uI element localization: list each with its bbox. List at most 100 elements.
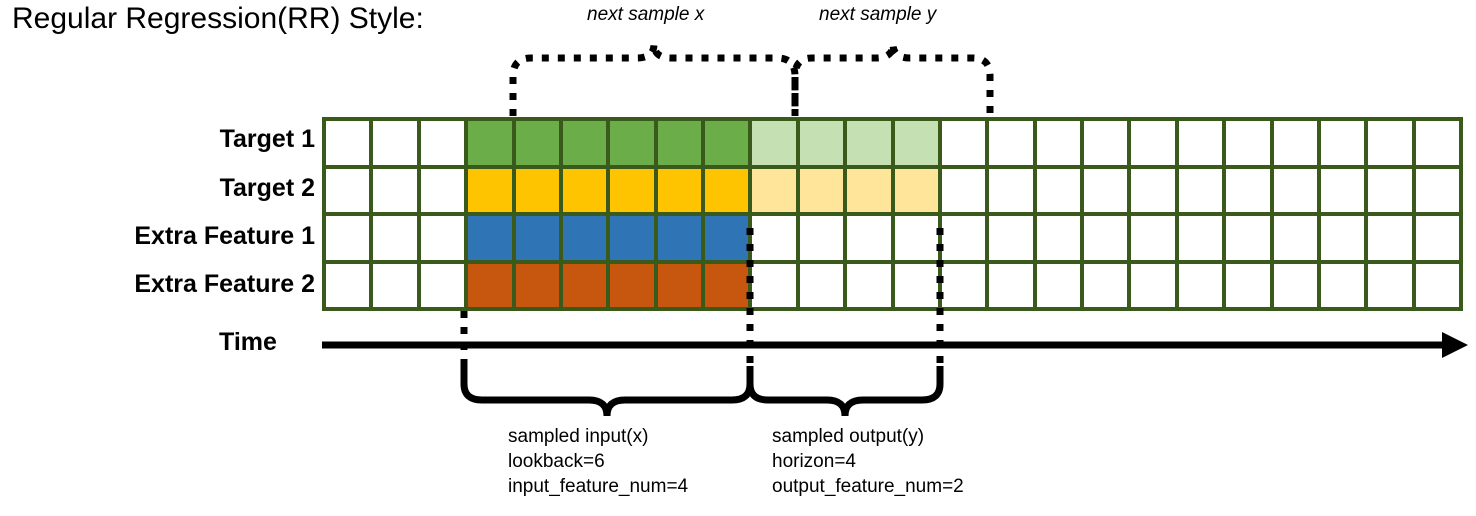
grid-cell: [941, 121, 986, 165]
grid-cell: [1368, 121, 1412, 165]
grid-cell: [1273, 216, 1317, 260]
grid-cell: [1415, 168, 1459, 212]
grid-cell: [1084, 168, 1128, 212]
grid-cell: [657, 216, 701, 260]
grid-cell: [1415, 263, 1459, 307]
grid-cell: [1226, 121, 1270, 165]
grid-cell: [515, 216, 559, 260]
grid-cell: [515, 263, 559, 307]
grid-cell: [562, 121, 607, 165]
grid-cell: [1084, 121, 1128, 165]
grid-cell: [705, 121, 749, 165]
grid-cell: [1226, 216, 1270, 260]
grid-cell: [610, 263, 654, 307]
grid-cell: [562, 263, 607, 307]
grid-cell: [562, 168, 607, 212]
grid-cell: [847, 121, 891, 165]
grid-cell: [894, 121, 938, 165]
grid-cell: [752, 263, 796, 307]
grid-cell: [752, 121, 796, 165]
grid-cell: [1320, 121, 1365, 165]
grid-cell: [894, 263, 938, 307]
grid-cell: [894, 216, 938, 260]
grid-cell: [326, 216, 370, 260]
grid-cell: [468, 263, 512, 307]
grid-cell: [1368, 263, 1412, 307]
grid-cell: [1320, 168, 1365, 212]
grid-cell: [1131, 168, 1175, 212]
grid-cell: [515, 121, 559, 165]
grid-cell: [373, 168, 417, 212]
caption-next-sample-x: next sample x: [587, 4, 705, 25]
grid-cell: [705, 168, 749, 212]
grid-cell: [989, 216, 1033, 260]
grid-cell: [1320, 216, 1365, 260]
grid-cell: [1131, 216, 1175, 260]
grid-cell: [847, 263, 891, 307]
grid-cell: [420, 263, 465, 307]
grid-cell: [1084, 216, 1128, 260]
annotation-output-line1: sampled output(y): [772, 426, 925, 447]
grid-cell: [799, 121, 844, 165]
dotted-brace-next-sample-y: [791, 43, 994, 116]
grid-cell: [847, 168, 891, 212]
grid-cell: [1273, 263, 1317, 307]
grid-cell: [847, 216, 891, 260]
page-title: Regular Regression(RR) Style:: [12, 2, 424, 35]
grid-cell: [1178, 263, 1223, 307]
row-label-extra-feature-2: Extra Feature 2: [134, 270, 315, 298]
grid-cell: [610, 216, 654, 260]
grid-cell: [989, 121, 1033, 165]
grid-cell: [657, 121, 701, 165]
row-label-target-2: Target 2: [219, 174, 315, 202]
grid-cell: [1084, 263, 1128, 307]
grid-cell: [657, 263, 701, 307]
grid-cell: [894, 168, 938, 212]
dotted-brace-next-sample-x: [509, 43, 799, 116]
grid-cell: [1226, 263, 1270, 307]
timeseries-grid: [322, 117, 1463, 311]
grid-cell: [1036, 121, 1080, 165]
grid-cell: [799, 216, 844, 260]
grid-cell: [1273, 168, 1317, 212]
grid-cell: [705, 263, 749, 307]
annotation-input-line3: input_feature_num=4: [508, 476, 689, 498]
grid-cell: [562, 216, 607, 260]
annotation-sampled-output: sampled output(y) horizon=4 output_featu…: [772, 424, 964, 499]
grid-cell: [420, 216, 465, 260]
grid-cell: [1368, 216, 1412, 260]
grid-cell: [373, 263, 417, 307]
time-axis-arrowhead: [1442, 332, 1468, 358]
grid-cell: [941, 216, 986, 260]
annotation-input-line2: lookback=6: [508, 451, 605, 473]
annotation-output-line2: horizon=4: [772, 451, 856, 473]
grid-cell: [1415, 216, 1459, 260]
grid-cell: [941, 168, 986, 212]
grid-cell: [326, 263, 370, 307]
grid-cell: [1178, 216, 1223, 260]
grid-cell: [610, 121, 654, 165]
grid-cell: [657, 168, 701, 212]
grid-cell: [1131, 263, 1175, 307]
grid-cell: [373, 121, 417, 165]
caption-next-sample-y: next sample y: [819, 4, 937, 25]
grid-cell: [799, 263, 844, 307]
brace-sampled-input: [460, 366, 754, 417]
grid-cell: [1036, 216, 1080, 260]
grid-cell: [941, 263, 986, 307]
grid-cell: [468, 216, 512, 260]
grid-cell: [1415, 121, 1459, 165]
grid-cell: [1226, 168, 1270, 212]
grid-cell: [326, 121, 370, 165]
row-label-extra-feature-1: Extra Feature 1: [134, 222, 315, 250]
grid-cell: [1273, 121, 1317, 165]
grid-cell: [799, 168, 844, 212]
grid-cell: [468, 121, 512, 165]
grid-cell: [1320, 263, 1365, 307]
grid-cell: [1368, 168, 1412, 212]
brace-sampled-output: [746, 366, 944, 417]
annotation-input-line1: sampled input(x): [508, 426, 649, 447]
annotation-output-line3: output_feature_num=2: [772, 476, 964, 498]
grid-cell: [610, 168, 654, 212]
